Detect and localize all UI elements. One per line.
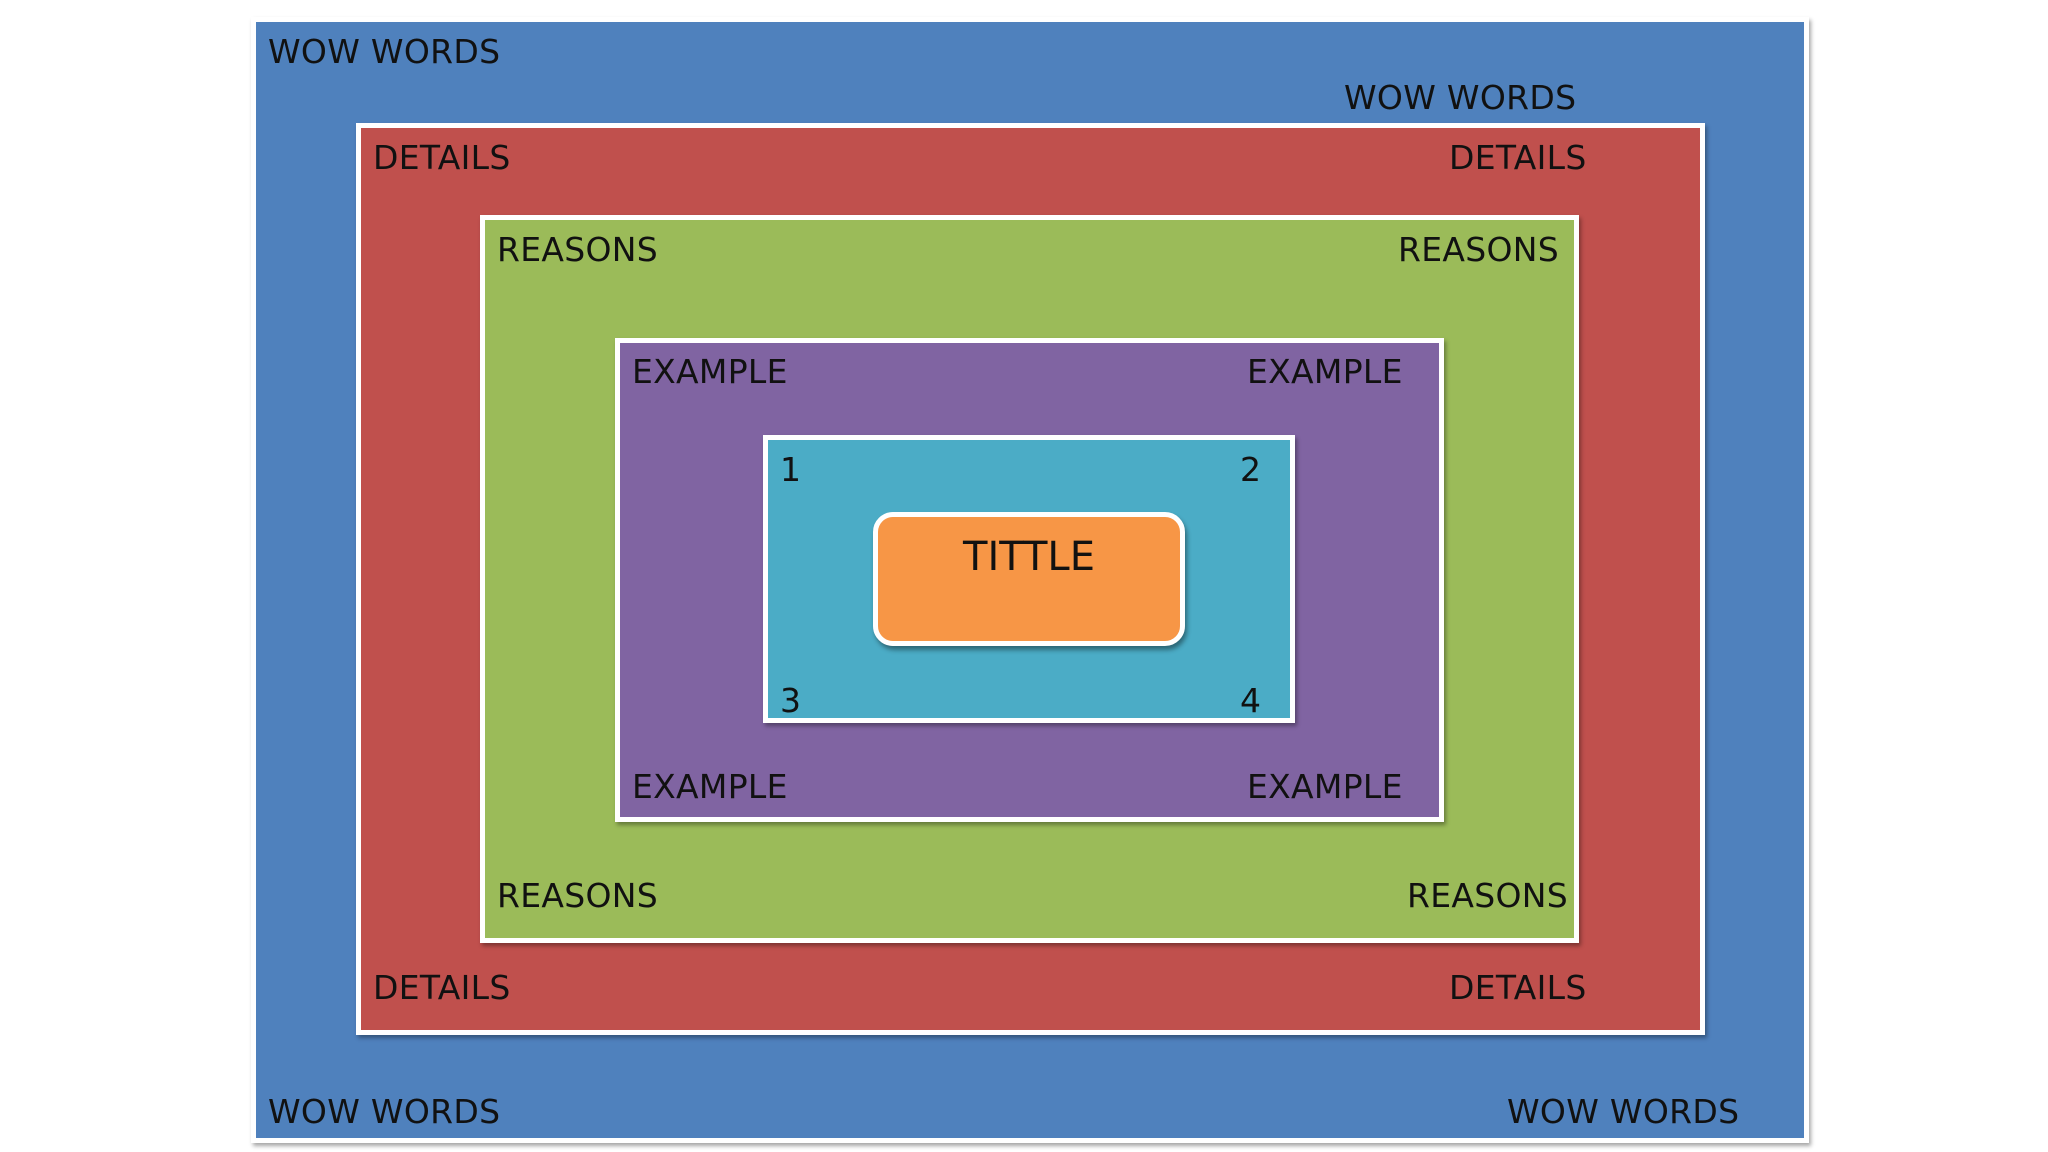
wow-words-label-top-left: WOW WORDS [268, 32, 501, 71]
details-label-bottom-left: DETAILS [373, 968, 511, 1007]
details-label-top-left: DETAILS [373, 138, 511, 177]
details-label-top-right: DETAILS [1449, 138, 1587, 177]
number-label-4: 4 [1240, 681, 1262, 720]
number-label-2: 2 [1240, 450, 1262, 489]
reasons-label-bottom-left: REASONS [497, 876, 659, 915]
wow-words-label-bottom-right: WOW WORDS [1507, 1092, 1740, 1131]
number-label-1: 1 [780, 450, 802, 489]
wow-words-label-bottom-left: WOW WORDS [268, 1092, 501, 1131]
title-label: TITTLE [963, 534, 1095, 580]
example-label-top-left: EXAMPLE [632, 352, 788, 391]
wow-words-label-top-right: WOW WORDS [1344, 78, 1577, 117]
example-label-bottom-right: EXAMPLE [1247, 767, 1403, 806]
reasons-label-top-left: REASONS [497, 230, 659, 269]
example-label-bottom-left: EXAMPLE [632, 767, 788, 806]
reasons-label-bottom-right: REASONS [1407, 876, 1569, 915]
reasons-label-top-right: REASONS [1398, 230, 1560, 269]
number-label-3: 3 [780, 681, 802, 720]
title-box: TITTLE [873, 512, 1185, 646]
details-label-bottom-right: DETAILS [1449, 968, 1587, 1007]
example-label-top-right: EXAMPLE [1247, 352, 1403, 391]
